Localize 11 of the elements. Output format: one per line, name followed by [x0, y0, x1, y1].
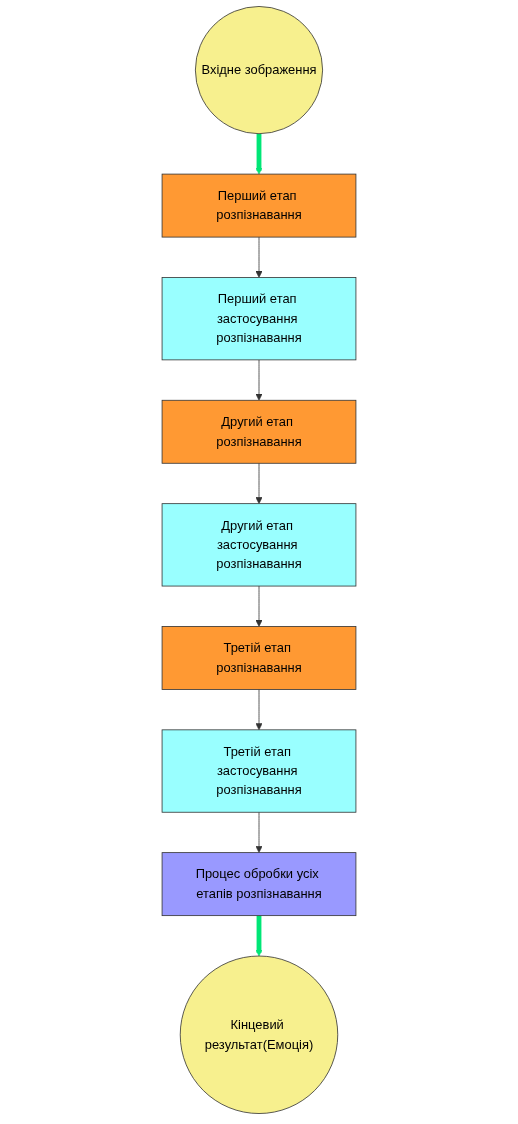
arrow [255, 133, 263, 175]
node-box: Другий етап розпізнавання [161, 399, 357, 464]
node-box: Процес обробки усіх етапів розпізнавання [161, 852, 357, 917]
node-circle: Кінцевий результат(Емоція) [179, 955, 339, 1114]
node-box: Другий етап застосування розпізнавання [161, 503, 357, 587]
arrow [255, 915, 263, 957]
node-box: Перший етап застосування розпізнавання [161, 277, 357, 361]
node-circle: Вхідне зображення [194, 6, 324, 135]
node-box: Третій етап застосування розпізнавання [161, 729, 357, 813]
node-box: Третій етап розпізнавання [161, 626, 357, 690]
node-box: Перший етап розпізнавання [161, 173, 357, 238]
